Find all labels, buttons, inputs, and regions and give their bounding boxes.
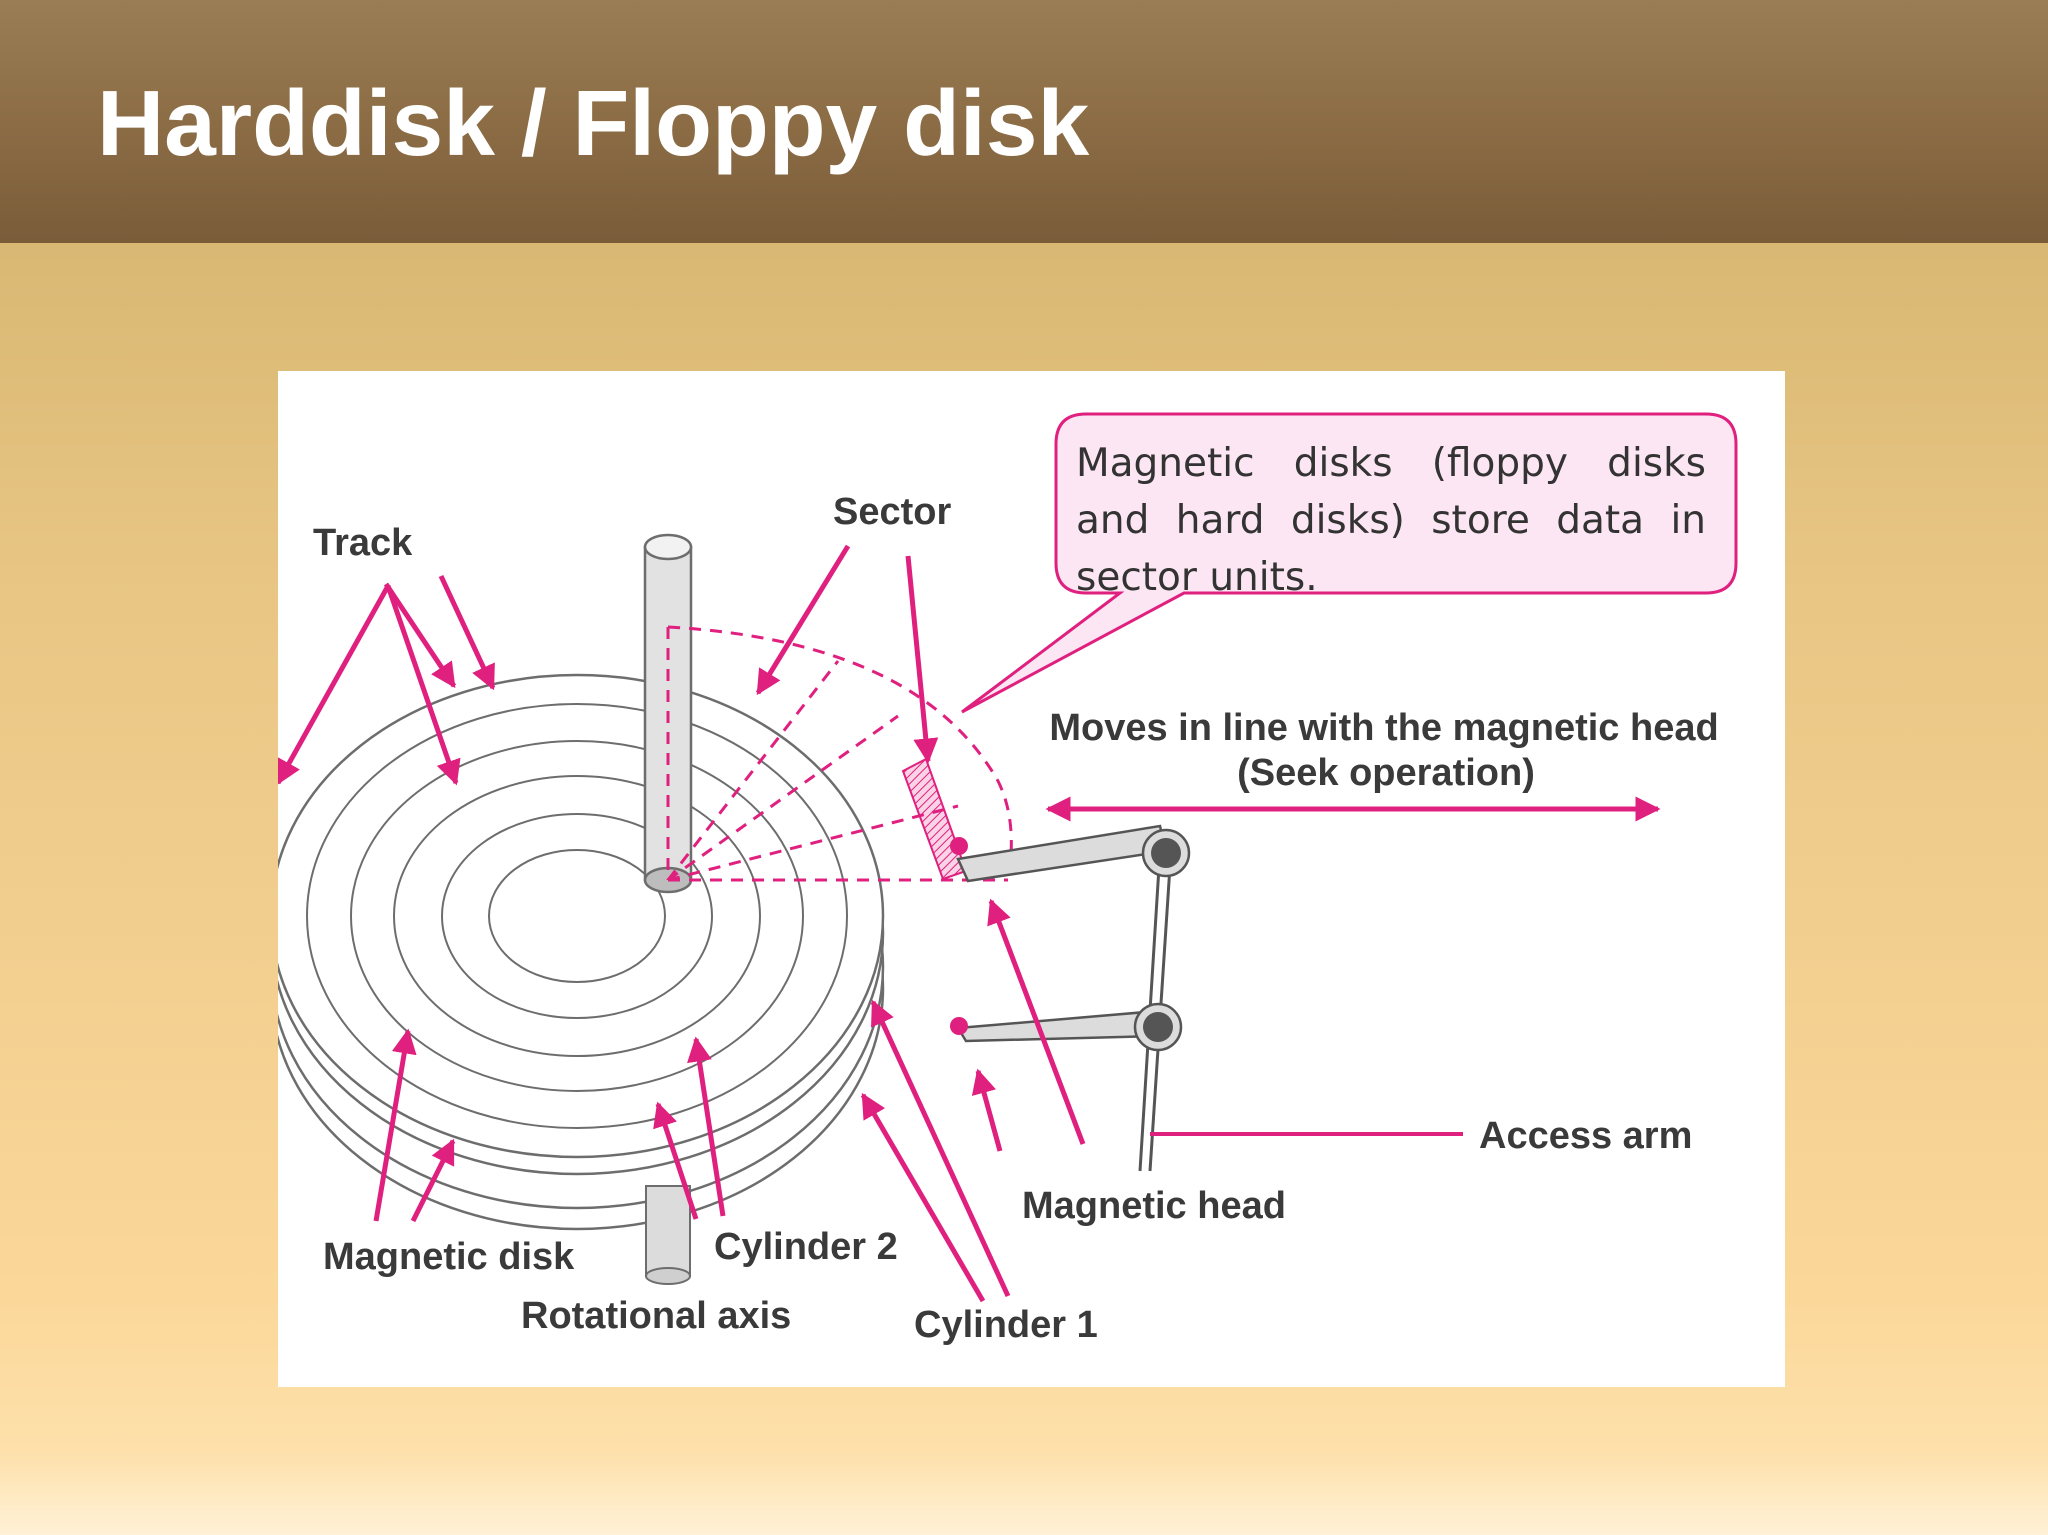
label-magnetic-head: Magnetic head: [1022, 1185, 1286, 1227]
label-magnetic-disk: Magnetic disk: [323, 1236, 575, 1278]
label-rotational-axis: Rotational axis: [521, 1295, 791, 1337]
pointer-arrows: [278, 544, 1086, 1303]
slide-title: Harddisk / Floppy disk: [97, 71, 1090, 175]
label-access-arm: Access arm: [1479, 1115, 1692, 1157]
label-track: Track: [313, 522, 413, 564]
label-cylinder-2: Cylinder 2: [714, 1226, 898, 1268]
label-sector: Sector: [833, 491, 951, 533]
callout-text: Magnetic disks (floppy disks and hard di…: [1076, 441, 1706, 600]
label-seek-line1: Moves in line with the magnetic head: [1049, 707, 1718, 749]
sector-dashed-lines: [666, 625, 1013, 882]
diagram-canvas: Track Sector Moves in line with the magn…: [278, 412, 1738, 1346]
hard-disk-diagram: Track Sector Moves in line with the magn…: [278, 371, 1785, 1387]
callout-bubble: [961, 412, 1738, 714]
label-seek-line2: (Seek operation): [1237, 752, 1535, 794]
top-platter: [278, 673, 885, 1159]
label-cylinder-1: Cylinder 1: [914, 1304, 1098, 1346]
sector-highlight: [901, 757, 968, 881]
title-bar: Harddisk / Floppy disk: [0, 0, 2048, 243]
access-arm: [950, 824, 1463, 1172]
